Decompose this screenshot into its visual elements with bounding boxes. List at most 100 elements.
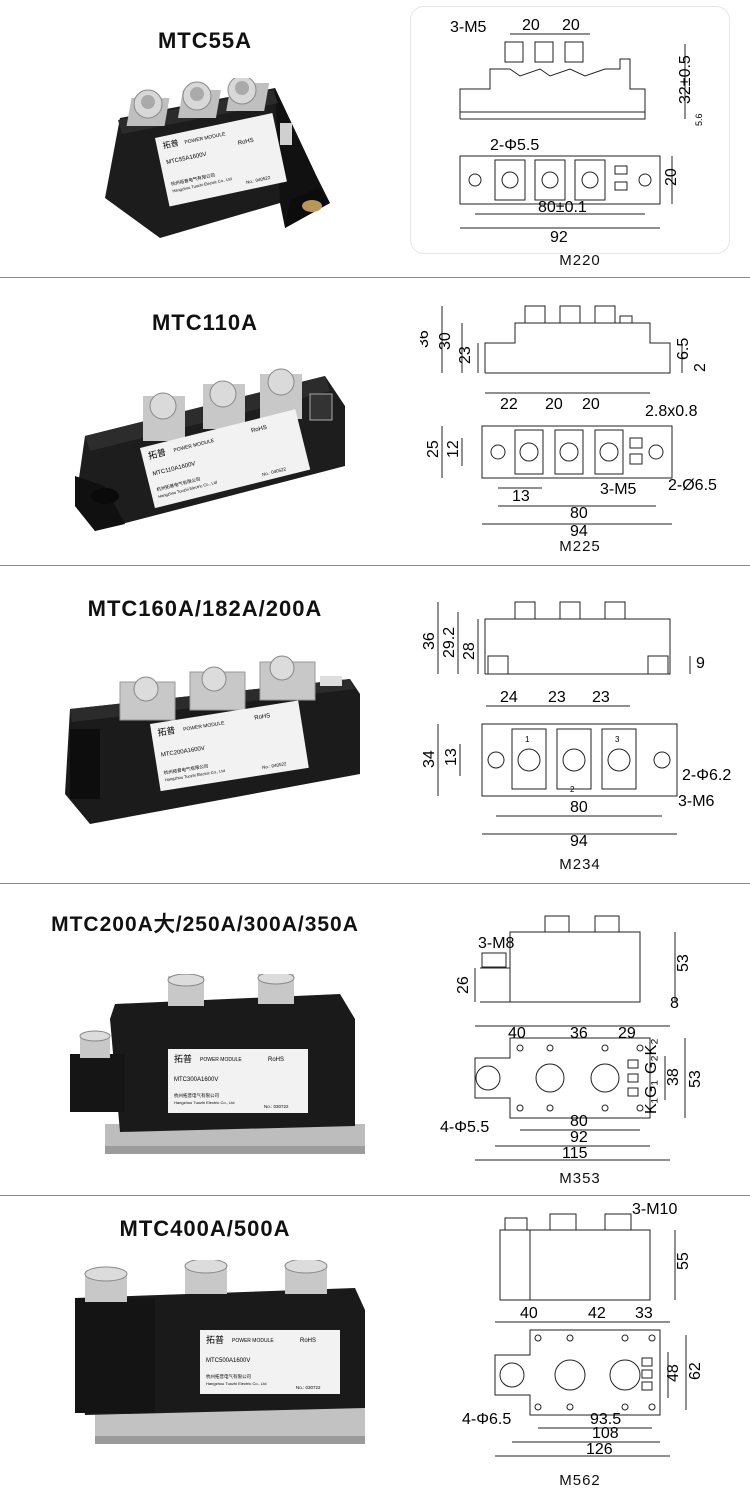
dim-pitch-1: 24 xyxy=(500,689,518,706)
label-brand: 拓普 xyxy=(206,1334,224,1345)
label-company-en: Hangzhou Tuozhi Electric Co., Ltd xyxy=(174,1100,234,1105)
label-serial: No.: 030722 xyxy=(264,1104,289,1109)
product-title: MTC160A/182A/200A xyxy=(87,596,323,621)
package-code: M353 xyxy=(559,1170,601,1187)
dim-screw: 3-M6 xyxy=(678,793,715,810)
label-rohs: RoHS xyxy=(251,425,268,435)
module-photo: 拓普 POWER MODULE RoHS MTC110A1600V 杭州拓普电气… xyxy=(75,368,345,531)
label-brand: 拓普 xyxy=(157,724,177,738)
dim-mount-2: 92 xyxy=(570,1129,588,1146)
dim-pitch-1: 40 xyxy=(520,1305,538,1322)
dim-height-total: 53 xyxy=(675,954,692,972)
label-line: POWER MODULE xyxy=(200,1057,242,1063)
dim-tab-2: 2 xyxy=(692,363,709,372)
product-title: MTC200A大/250A/300A/350A xyxy=(51,913,359,936)
dim-base: 8 xyxy=(670,995,679,1012)
package-code: M220 xyxy=(559,252,601,269)
terminal-number-1: 1 xyxy=(525,735,530,744)
product-section-mtc55a: MTC55A xyxy=(0,0,750,278)
label-rohs: RoHS xyxy=(268,1057,284,1063)
product-section-mtc160a: MTC160A/182A/200A 拓普 POWER MODULE xyxy=(0,566,750,884)
product-title: MTC400A/500A xyxy=(119,1216,291,1241)
product-title: MTC110A xyxy=(151,310,259,335)
label-rohs: RoHS xyxy=(300,1338,316,1344)
gate-label-1: K₁G₁ xyxy=(643,1080,660,1114)
dim-pitch-3: 33 xyxy=(635,1305,653,1322)
dim-hole: 4-Φ5.5 xyxy=(440,1119,489,1136)
dim-width-total: 62 xyxy=(687,1362,704,1380)
screw-terminal-2 xyxy=(203,380,245,429)
screw-terminal-2 xyxy=(177,81,221,118)
dim-base: 9 xyxy=(696,655,705,672)
screw-terminal-1 xyxy=(126,89,170,126)
dim-tab: 6.5 xyxy=(675,338,692,360)
product-section-mtc300a: MTC200A大/250A/300A/350A 拓普 POWER MODUL xyxy=(0,884,750,1196)
dim-width-total: 25 xyxy=(425,440,442,458)
dim-mount: 80 xyxy=(570,505,588,522)
screw-terminal-3 xyxy=(226,78,270,111)
dim-pitch-1: 22 xyxy=(500,396,518,413)
dim-terminal: 2.8x0.8 xyxy=(645,403,698,420)
dim-pitch-1: 20 xyxy=(522,17,540,34)
module-photo: 拓普 POWER MODULE MTC55A1600V RoHS 杭州拓普电气有… xyxy=(105,78,330,238)
package-code: M225 xyxy=(559,538,601,555)
screw-terminal-2 xyxy=(184,1260,228,1294)
dim-screw: 3-M5 xyxy=(450,19,487,36)
dim-mount-1: 80 xyxy=(570,1113,588,1130)
dim-height-total: 36 xyxy=(420,330,432,348)
dim-hole: 2-Φ5.5 xyxy=(490,137,539,154)
dim-screw: 3-M10 xyxy=(632,1201,677,1218)
dim-hole: 2-Ø6.5 xyxy=(668,477,717,494)
terminal-number-3: 3 xyxy=(615,735,620,744)
dim-mount: 80 xyxy=(570,799,588,816)
dim-width-half: 12 xyxy=(445,440,462,458)
package-code: M562 xyxy=(559,1472,601,1489)
dim-height-body: 29.2 xyxy=(441,627,458,658)
dim-pitch-3: 20 xyxy=(582,396,600,413)
label-rohs: RoHS xyxy=(237,138,254,147)
screw-terminal-1 xyxy=(119,676,176,721)
product-section-mtc110a: MTC110A 拓普 POWER MODULE xyxy=(0,278,750,566)
dim-width-total: 34 xyxy=(421,750,438,768)
screw-terminal-1 xyxy=(167,974,205,1006)
dimension-drawing: 3-M5 20 20 32±0.5 5.6 2-Φ5.5 20 80±0.1 9… xyxy=(450,17,704,244)
label-serial: No.: 040522 xyxy=(262,761,287,770)
dim-height: 32±0.5 xyxy=(677,55,694,104)
dim-length: 126 xyxy=(586,1441,613,1458)
screw-terminal-1 xyxy=(143,392,185,441)
module-photo: 拓普 POWER MODULE RoHS MTC200A1600V 杭州拓普电气… xyxy=(65,655,360,824)
label-brand: 拓普 xyxy=(162,137,180,150)
dim-pitch-2: 20 xyxy=(545,396,563,413)
dim-pitch-3: 23 xyxy=(592,689,610,706)
label-brand: 拓普 xyxy=(174,1053,192,1064)
dim-width-inner: 38 xyxy=(665,1068,682,1086)
label-brand: 拓普 xyxy=(147,446,167,461)
dim-height-total: 36 xyxy=(421,632,438,650)
module-label: 拓普 POWER MODULE RoHS MTC300A1600V 杭州拓普电气… xyxy=(168,1049,308,1113)
screw-terminal-side xyxy=(79,1030,111,1058)
dim-mount: 80±0.1 xyxy=(538,199,587,216)
label-rohs: RoHS xyxy=(254,713,271,721)
dim-mount-1: 93.5 xyxy=(590,1411,621,1428)
dim-screw: 3-M5 xyxy=(600,481,637,498)
dim-screw: 3-M8 xyxy=(478,935,515,952)
screw-terminal-2 xyxy=(257,974,295,1004)
dim-pitch-3: 29 xyxy=(618,1025,636,1042)
dim-pitch-2: 20 xyxy=(562,17,580,34)
dim-height-side: 28 xyxy=(461,642,478,660)
dim-width: 20 xyxy=(663,168,680,186)
label-serial: No.: 030722 xyxy=(296,1385,321,1390)
label-company: 杭州拓普电气有限公司 xyxy=(174,1092,219,1099)
dim-height-total: 55 xyxy=(675,1252,692,1270)
dim-base: 5.6 xyxy=(694,113,704,126)
drawing-frame xyxy=(410,6,730,254)
screw-terminal-3 xyxy=(259,655,316,701)
dim-height-body: 30 xyxy=(437,332,454,350)
dim-width-inner: 48 xyxy=(665,1364,682,1382)
product-title: MTC55A xyxy=(157,28,252,53)
dim-offset: 13 xyxy=(512,488,530,505)
module-photo: 拓普 POWER MODULE RoHS MTC500A1600V 杭州拓普电气… xyxy=(75,1260,365,1444)
dim-hole: 2-Φ6.2 xyxy=(682,767,731,784)
product-section-mtc500a: MTC400A/500A 拓普 POWER MODULE R xyxy=(0,1196,750,1500)
